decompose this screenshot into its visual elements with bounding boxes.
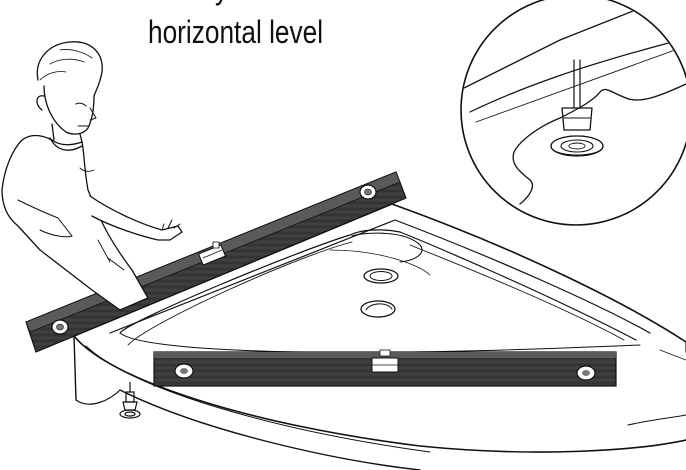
detail-magnifier <box>460 0 686 226</box>
installer-figure <box>1 41 183 311</box>
diagram-title: horizontal level <box>148 14 324 50</box>
adjustable-foot <box>119 382 141 419</box>
drain <box>363 268 399 284</box>
spirit-level-horizontal <box>153 349 617 387</box>
title-line-1-fragment: y <box>215 0 228 7</box>
title-area: y horizontal level <box>0 0 686 58</box>
shower-tray <box>73 203 686 470</box>
overflow-ring <box>360 300 396 318</box>
